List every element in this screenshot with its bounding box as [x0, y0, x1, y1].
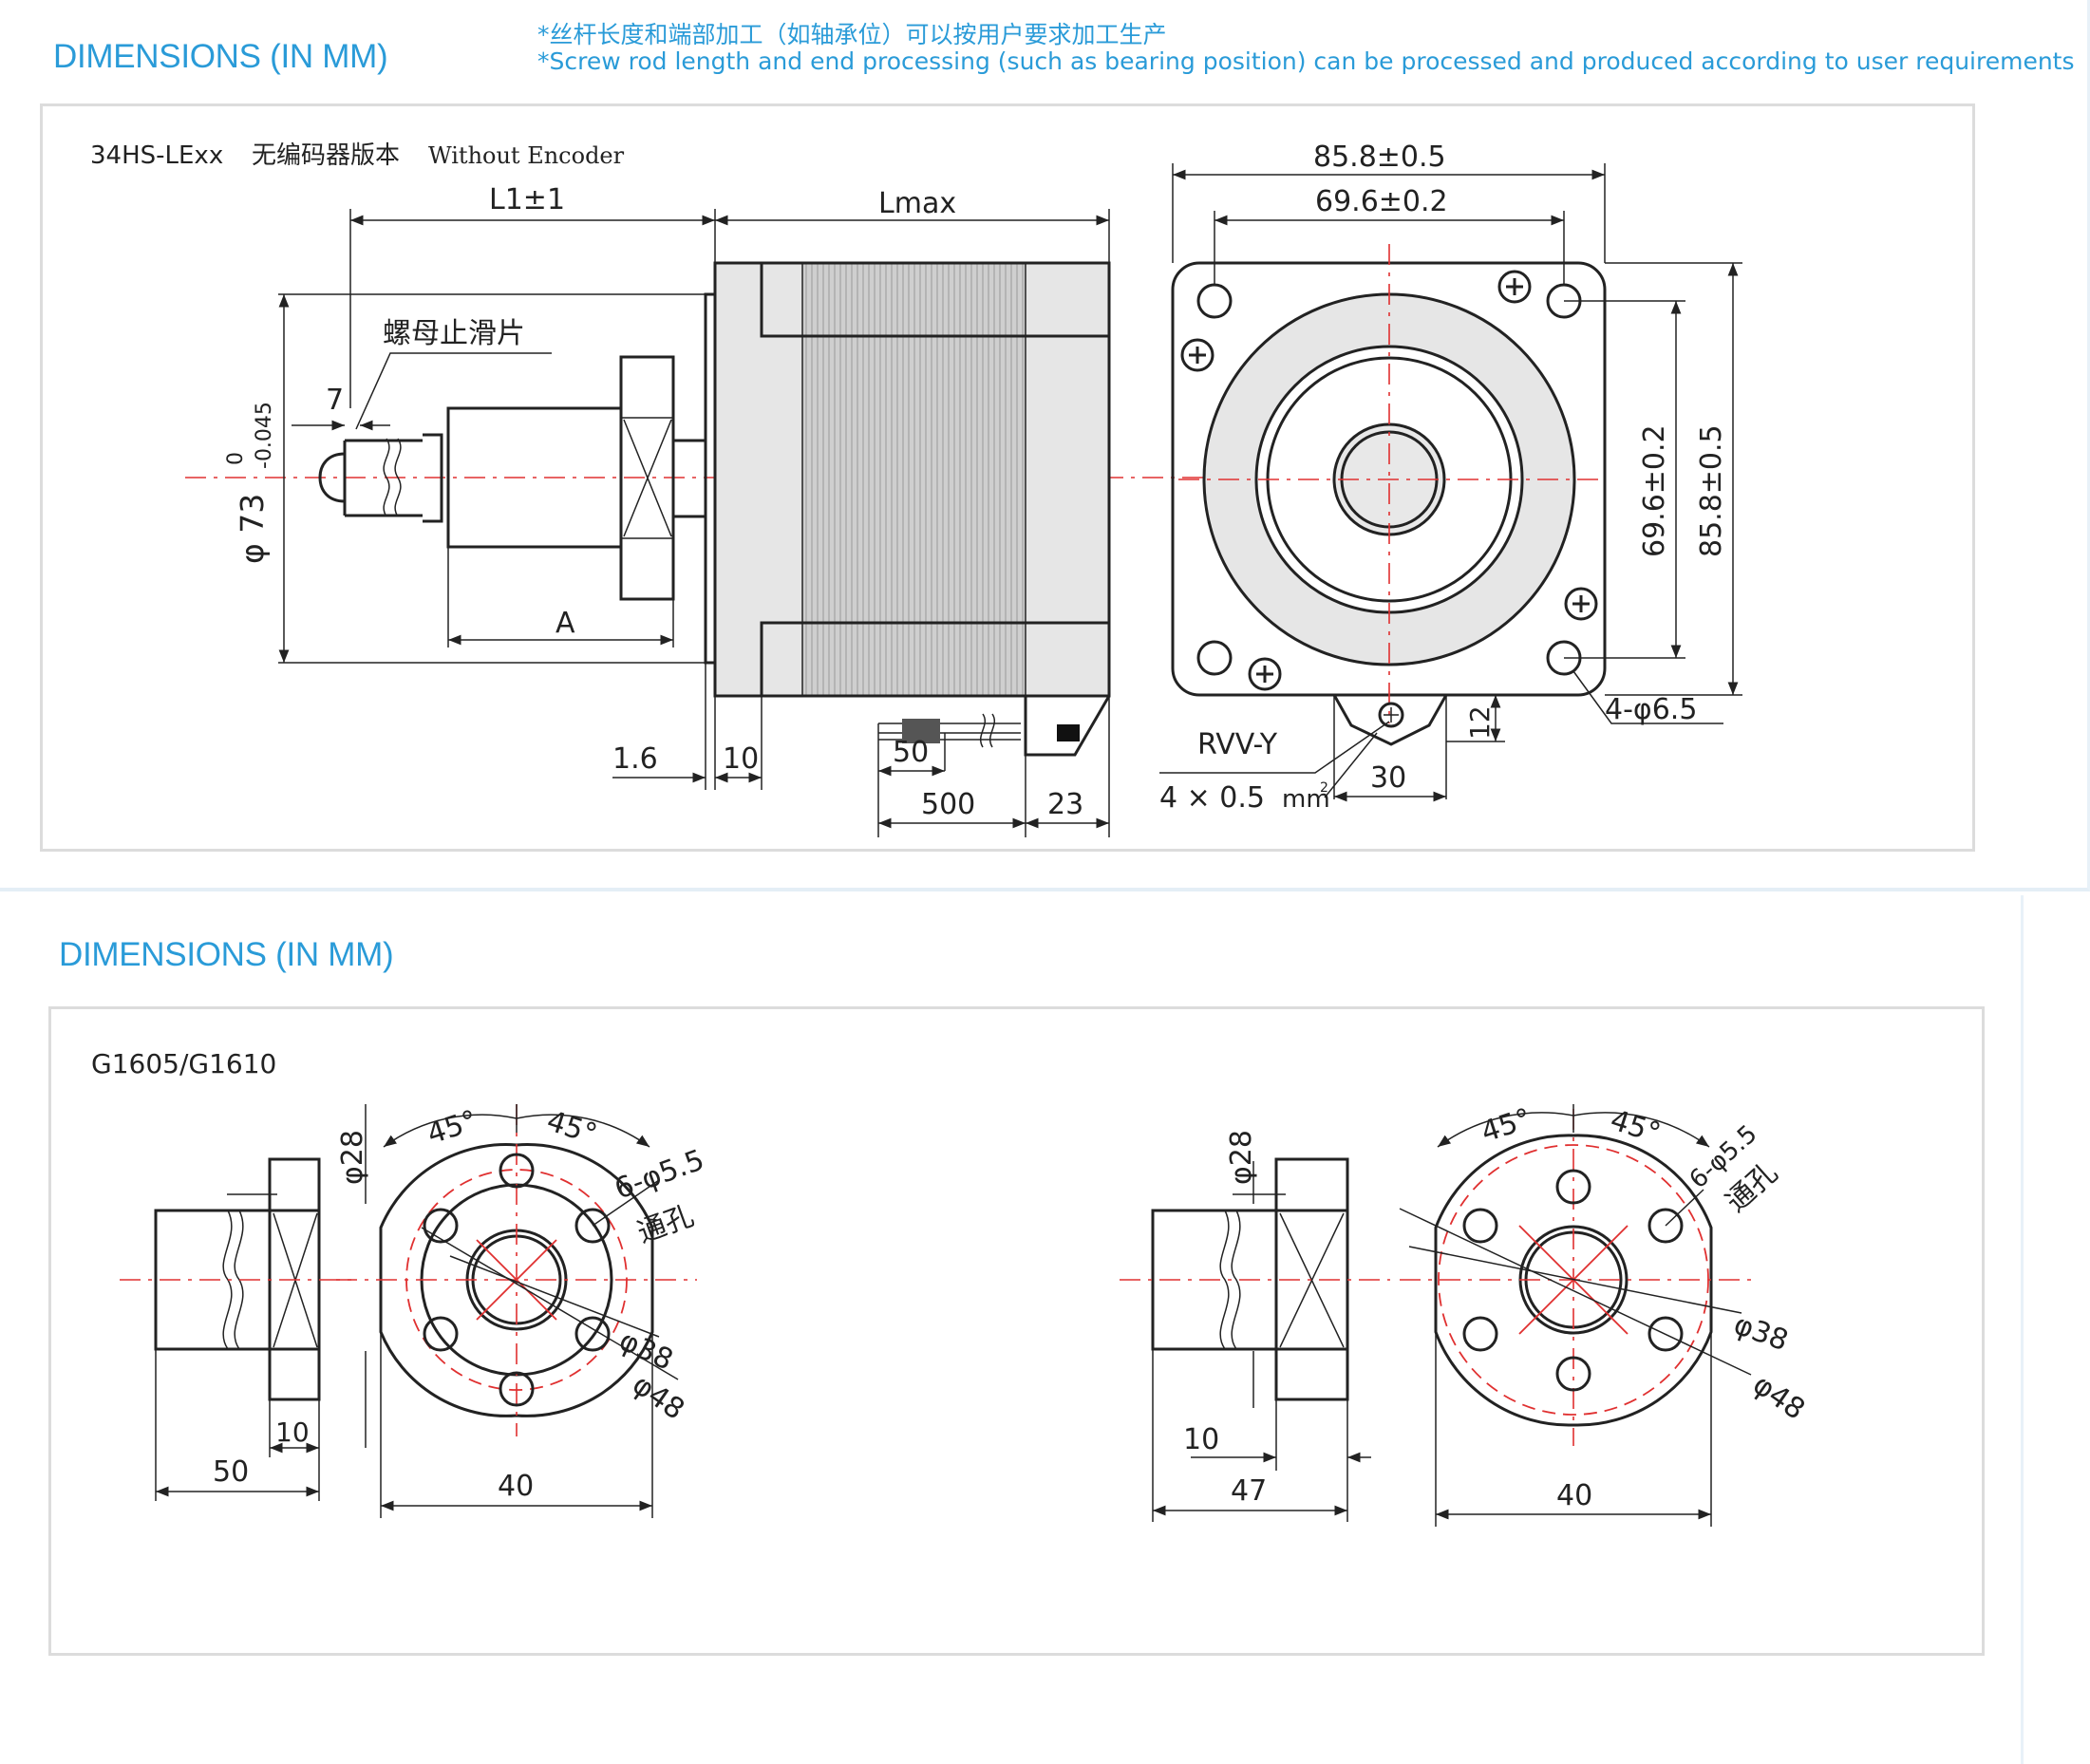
- section-heading-2: DIMENSIONS (IN MM): [59, 936, 394, 973]
- left-dim-50: 50: [213, 1455, 249, 1489]
- dim-30: 30: [1370, 761, 1406, 795]
- note-english: *Screw rod length and end processing (su…: [537, 47, 2075, 75]
- cable-exit: [878, 695, 1111, 757]
- motor-dimensions-panel: DIMENSIONS (IN MM) *丝杆长度和端部加工（如轴承位）可以按用户…: [0, 0, 2090, 891]
- left-dim-holes: 6-φ5.5: [611, 1143, 709, 1206]
- dim-diameter-upper: 0: [224, 452, 248, 465]
- motor-drawing-frame: 34HS-LExx 无编码器版本 Without Encoder: [40, 103, 1975, 852]
- cable-type: RVV-Y: [1197, 728, 1278, 761]
- left-dim-45a: 45°: [424, 1104, 481, 1152]
- nut-drawing: G1605/G1610 φ28 10 50: [91, 1048, 1811, 1527]
- motor-body: [713, 261, 1111, 698]
- dim-l1: L1±1: [489, 183, 565, 216]
- dim-vertical-inner: 69.6±0.2: [1638, 424, 1671, 557]
- dim-a: A: [555, 607, 575, 640]
- dim-diameter: φ 73: [234, 494, 271, 564]
- right-dim-40: 40: [1556, 1479, 1592, 1512]
- cable-spec: 4 × 0.5: [1159, 781, 1265, 815]
- left-dim-10: 10: [275, 1417, 310, 1448]
- cable-unit: mm: [1282, 785, 1330, 814]
- right-side-view: [1120, 1157, 1390, 1401]
- dim-front-inner: 69.6±0.2: [1315, 185, 1448, 218]
- right-dim-45b: 45°: [1607, 1103, 1665, 1151]
- dim-vertical-outer: 85.8±0.5: [1695, 424, 1728, 557]
- dim-mount-holes: 4-φ6.5: [1605, 693, 1697, 726]
- right-dim-d48: φ48: [1746, 1368, 1811, 1427]
- note-chinese: *丝杆长度和端部加工（如轴承位）可以按用户要求加工生产: [537, 21, 1167, 48]
- dim-front-outer: 85.8±0.5: [1313, 141, 1446, 174]
- nut-model-title: G1605/G1610: [91, 1048, 276, 1079]
- nut-stop-label: 螺母止滑片: [383, 317, 525, 350]
- dim-10: 10: [723, 742, 759, 776]
- drawing-subtitle-cn: 无编码器版本: [252, 141, 400, 170]
- dim-12: 12: [1464, 705, 1496, 740]
- left-side-view: [120, 1157, 355, 1401]
- nut-dimensions-panel: DIMENSIONS (IN MM) G1605/G1610: [0, 895, 2024, 1764]
- left-dim-d28: φ28: [336, 1130, 369, 1185]
- dim-7: 7: [326, 384, 344, 417]
- right-dim-47: 47: [1231, 1474, 1267, 1508]
- nut-drawing-frame: G1605/G1610 φ28 10 50: [48, 1006, 1985, 1656]
- drawing-subtitle-en: Without Encoder: [428, 142, 625, 169]
- right-dim-10: 10: [1183, 1423, 1219, 1456]
- dim-1-6: 1.6: [612, 742, 658, 776]
- dim-500: 500: [921, 788, 975, 821]
- right-flange-front: [1400, 1109, 1756, 1446]
- dim-50: 50: [893, 736, 929, 769]
- drawing-model: 34HS-LExx: [90, 141, 223, 170]
- motor-front-view: [1171, 244, 1607, 746]
- dim-lmax: Lmax: [878, 187, 956, 220]
- dim-diameter-lower: -0.045: [253, 402, 276, 469]
- dim-23: 23: [1047, 788, 1083, 821]
- shaft-neck: [671, 439, 707, 518]
- left-dim-d48: φ48: [626, 1368, 690, 1427]
- screw-shaft: [318, 433, 443, 523]
- right-dim-d38: φ38: [1729, 1308, 1792, 1359]
- motor-drawing: 34HS-LExx 无编码器版本 Without Encoder: [90, 141, 1742, 837]
- right-dim-d28: φ28: [1225, 1130, 1258, 1185]
- section-heading: DIMENSIONS (IN MM): [53, 38, 388, 75]
- left-dim-45b: 45°: [543, 1104, 601, 1152]
- left-flange-front: [336, 1104, 697, 1436]
- cable-unit-sup: 2: [1320, 780, 1328, 796]
- left-dim-40: 40: [498, 1470, 534, 1503]
